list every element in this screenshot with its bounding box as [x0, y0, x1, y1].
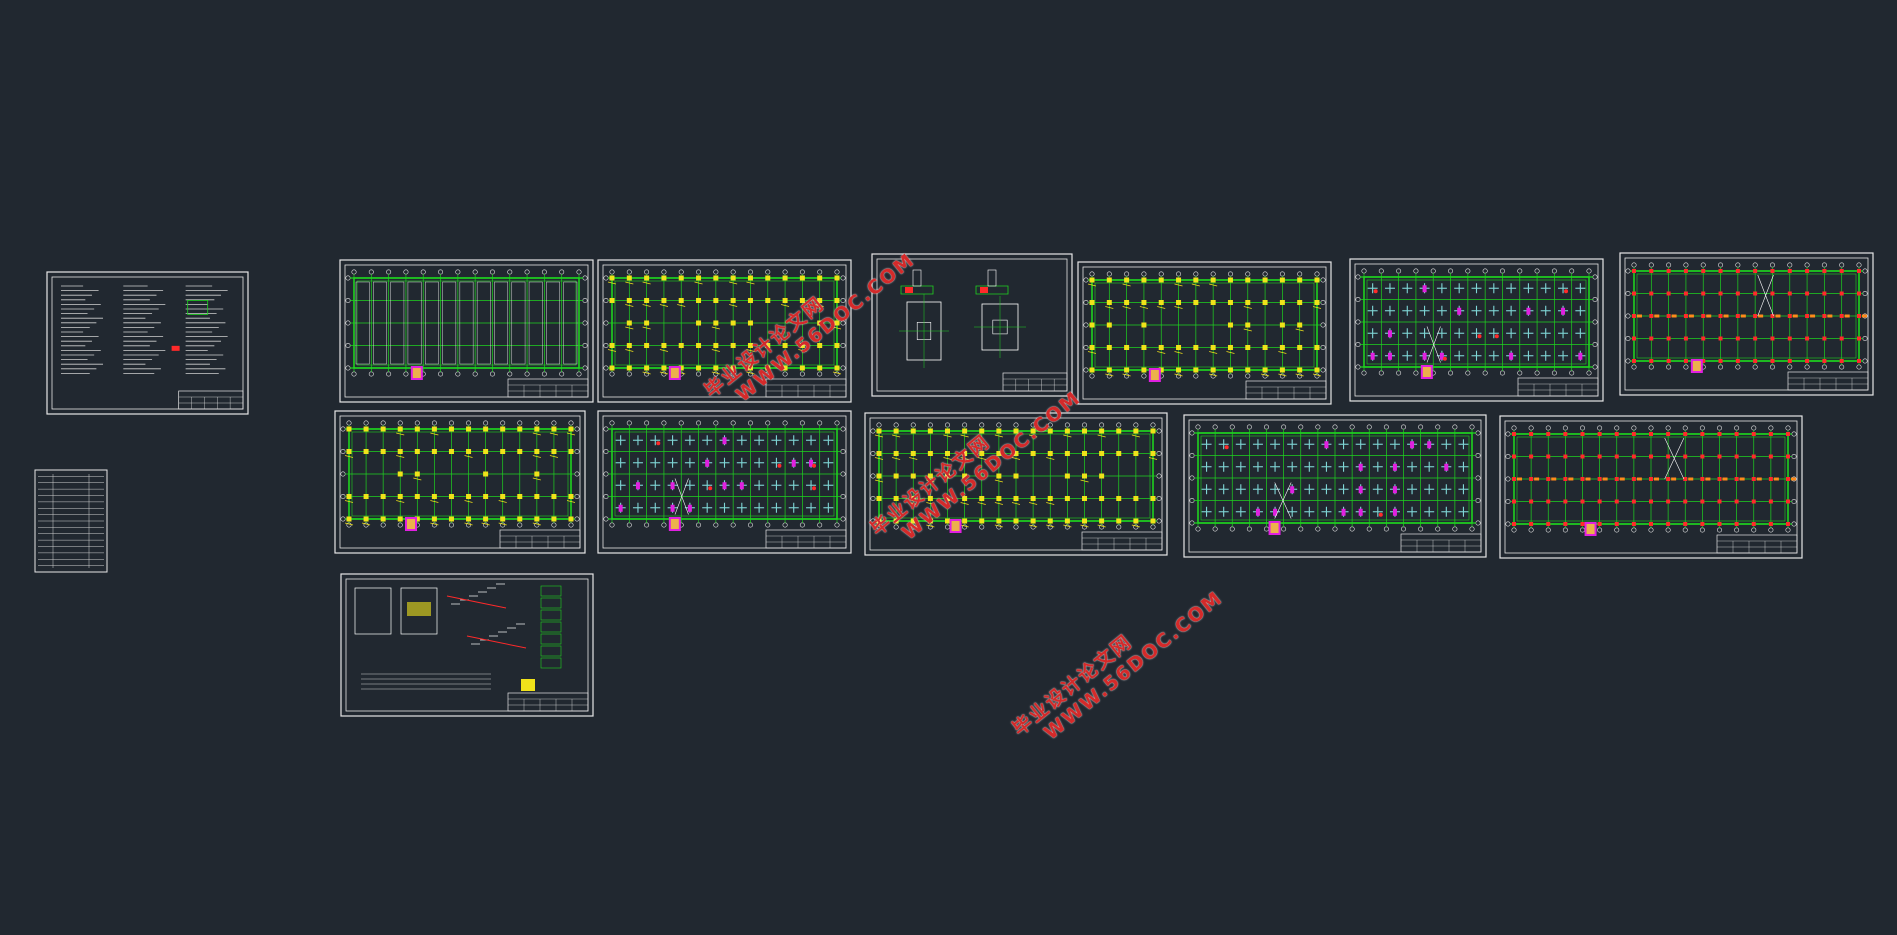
foundation-plan-sheet[interactable] [339, 259, 594, 403]
stair-detail-sheet[interactable] [340, 573, 594, 717]
roof-reinforcement-sheet-2[interactable] [1499, 415, 1803, 559]
column-plan-sheet-2[interactable] [334, 410, 586, 554]
foundation-layout-sheet[interactable] [597, 259, 852, 403]
floor-reinforcement-sheet-2[interactable] [597, 410, 852, 554]
column-plan-sheet-1[interactable] [1077, 261, 1332, 405]
foundation-detail-sheet[interactable] [871, 253, 1073, 397]
floor-reinforcement-sheet-3[interactable] [1183, 414, 1487, 558]
drawing-index-table[interactable] [34, 469, 108, 573]
general-notes-sheet[interactable] [46, 271, 249, 415]
roof-reinforcement-sheet[interactable] [1619, 252, 1874, 396]
column-plan-sheet-3[interactable] [864, 412, 1168, 556]
floor-reinforcement-sheet-1[interactable] [1349, 258, 1604, 402]
